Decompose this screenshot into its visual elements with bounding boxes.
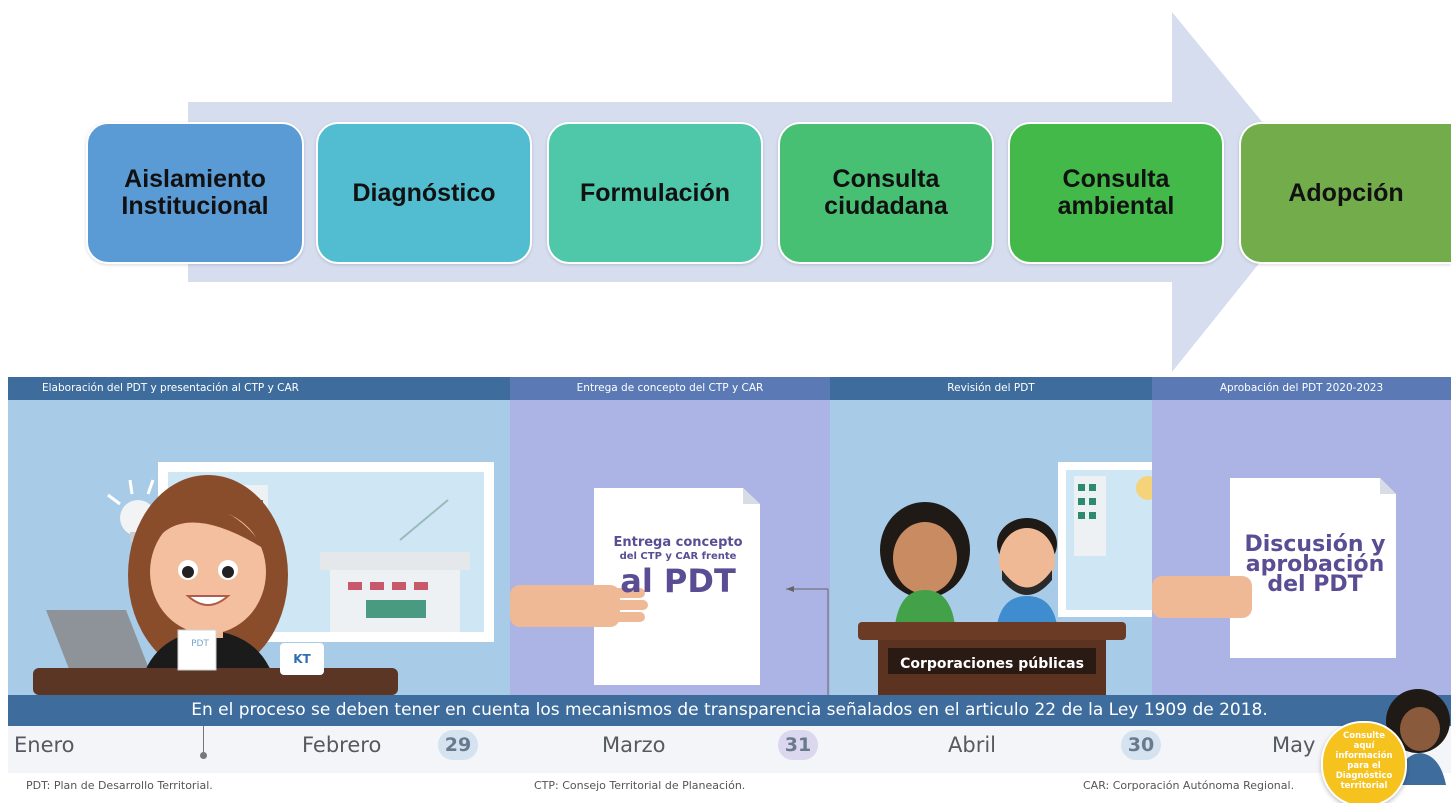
day-badge: 31 bbox=[778, 730, 818, 760]
doc-approval-text: Discusión y aprobación del PDT bbox=[1240, 532, 1390, 597]
glossary-car: CAR: Corporación Autónoma Regional. bbox=[1083, 779, 1295, 792]
approval-document-illustration bbox=[1152, 478, 1396, 658]
month-marzo: Marzo bbox=[602, 733, 666, 757]
doc-line: del CTP y CAR frente bbox=[619, 551, 737, 562]
infographic-banner: Elaboración del PDT y presentación al CT… bbox=[8, 377, 1451, 803]
process-diagram: Aislamiento Institucional Diagnóstico Fo… bbox=[0, 0, 1451, 378]
help-line: Diagnóstico bbox=[1335, 771, 1393, 781]
step-label: Diagnóstico bbox=[352, 178, 496, 207]
day-badge: 29 bbox=[438, 730, 478, 760]
month-febrero: Febrero bbox=[302, 733, 382, 757]
phase-aprobacion: Aprobación del PDT 2020-2023 bbox=[1152, 377, 1451, 695]
step-formulacion: Formulación bbox=[547, 122, 763, 264]
woman-at-desk-illustration bbox=[33, 462, 494, 695]
day-badge: 30 bbox=[1121, 730, 1161, 760]
help-line: aquí bbox=[1353, 741, 1375, 751]
timeline bbox=[8, 726, 1451, 773]
help-line: territorial bbox=[1340, 781, 1388, 791]
doc-line: Entrega concepto bbox=[613, 535, 743, 550]
mug-logo: KT bbox=[293, 652, 311, 666]
help-line: información bbox=[1335, 751, 1393, 761]
doc-line: Discusión y bbox=[1244, 532, 1386, 557]
glossary-pdt: PDT: Plan de Desarrollo Territorial. bbox=[26, 779, 213, 792]
help-line: Consulte bbox=[1343, 731, 1385, 741]
transparency-note: En el proceso se deben tener en cuenta l… bbox=[8, 695, 1451, 726]
timeline-dot bbox=[200, 752, 207, 759]
month-abril: Abril bbox=[948, 733, 996, 757]
phase-title: Entrega de concepto del CTP y CAR bbox=[510, 377, 830, 400]
diagnostico-help-button[interactable]: Consulte aquí información para el Diagnó… bbox=[1321, 721, 1407, 803]
step-diagnostico: Diagnóstico bbox=[316, 122, 532, 264]
timeline-tick bbox=[203, 726, 204, 754]
document-handover-illustration bbox=[510, 488, 829, 695]
step-label: Aislamiento Institucional bbox=[121, 165, 269, 220]
step-label: Formulación bbox=[579, 178, 730, 207]
step-consulta-ambiental: Consulta ambiental bbox=[1008, 122, 1224, 264]
month-enero: Enero bbox=[14, 733, 75, 757]
step-aislamiento-institucional: Aislamiento Institucional bbox=[86, 122, 304, 264]
phase-title: Elaboración del PDT y presentación al CT… bbox=[8, 377, 510, 400]
doc-line: al PDT bbox=[620, 562, 736, 600]
doc-line: del PDT bbox=[1267, 572, 1363, 597]
doc-concept-text: Entrega concepto del CTP y CAR frente al… bbox=[596, 535, 760, 600]
help-bubble-text: Consulte aquí información para el Diagnó… bbox=[1323, 731, 1405, 791]
glossary-ctp: CTP: Consejo Territorial de Planeación. bbox=[534, 779, 746, 792]
step-adopcion: Adopción bbox=[1239, 122, 1451, 264]
phase-title: Aprobación del PDT 2020-2023 bbox=[1152, 377, 1451, 400]
phase-title: Revisión del PDT bbox=[830, 377, 1152, 400]
desk-sign: Corporaciones públicas bbox=[900, 656, 1084, 672]
step-consulta-ciudadana: Consulta ciudadana bbox=[778, 122, 994, 264]
help-avatar bbox=[1386, 689, 1450, 785]
public-corporations-illustration bbox=[858, 462, 1152, 695]
step-label: Consulta ciudadana bbox=[824, 165, 948, 220]
doc-line: aprobación bbox=[1245, 552, 1385, 577]
step-label: Adopción bbox=[1288, 178, 1404, 207]
step-label: Consulta ambiental bbox=[1057, 165, 1175, 220]
month-mayo: May bbox=[1272, 733, 1316, 757]
help-line: para el bbox=[1347, 761, 1381, 771]
laptop-pdt-badge: PDT bbox=[191, 639, 209, 649]
